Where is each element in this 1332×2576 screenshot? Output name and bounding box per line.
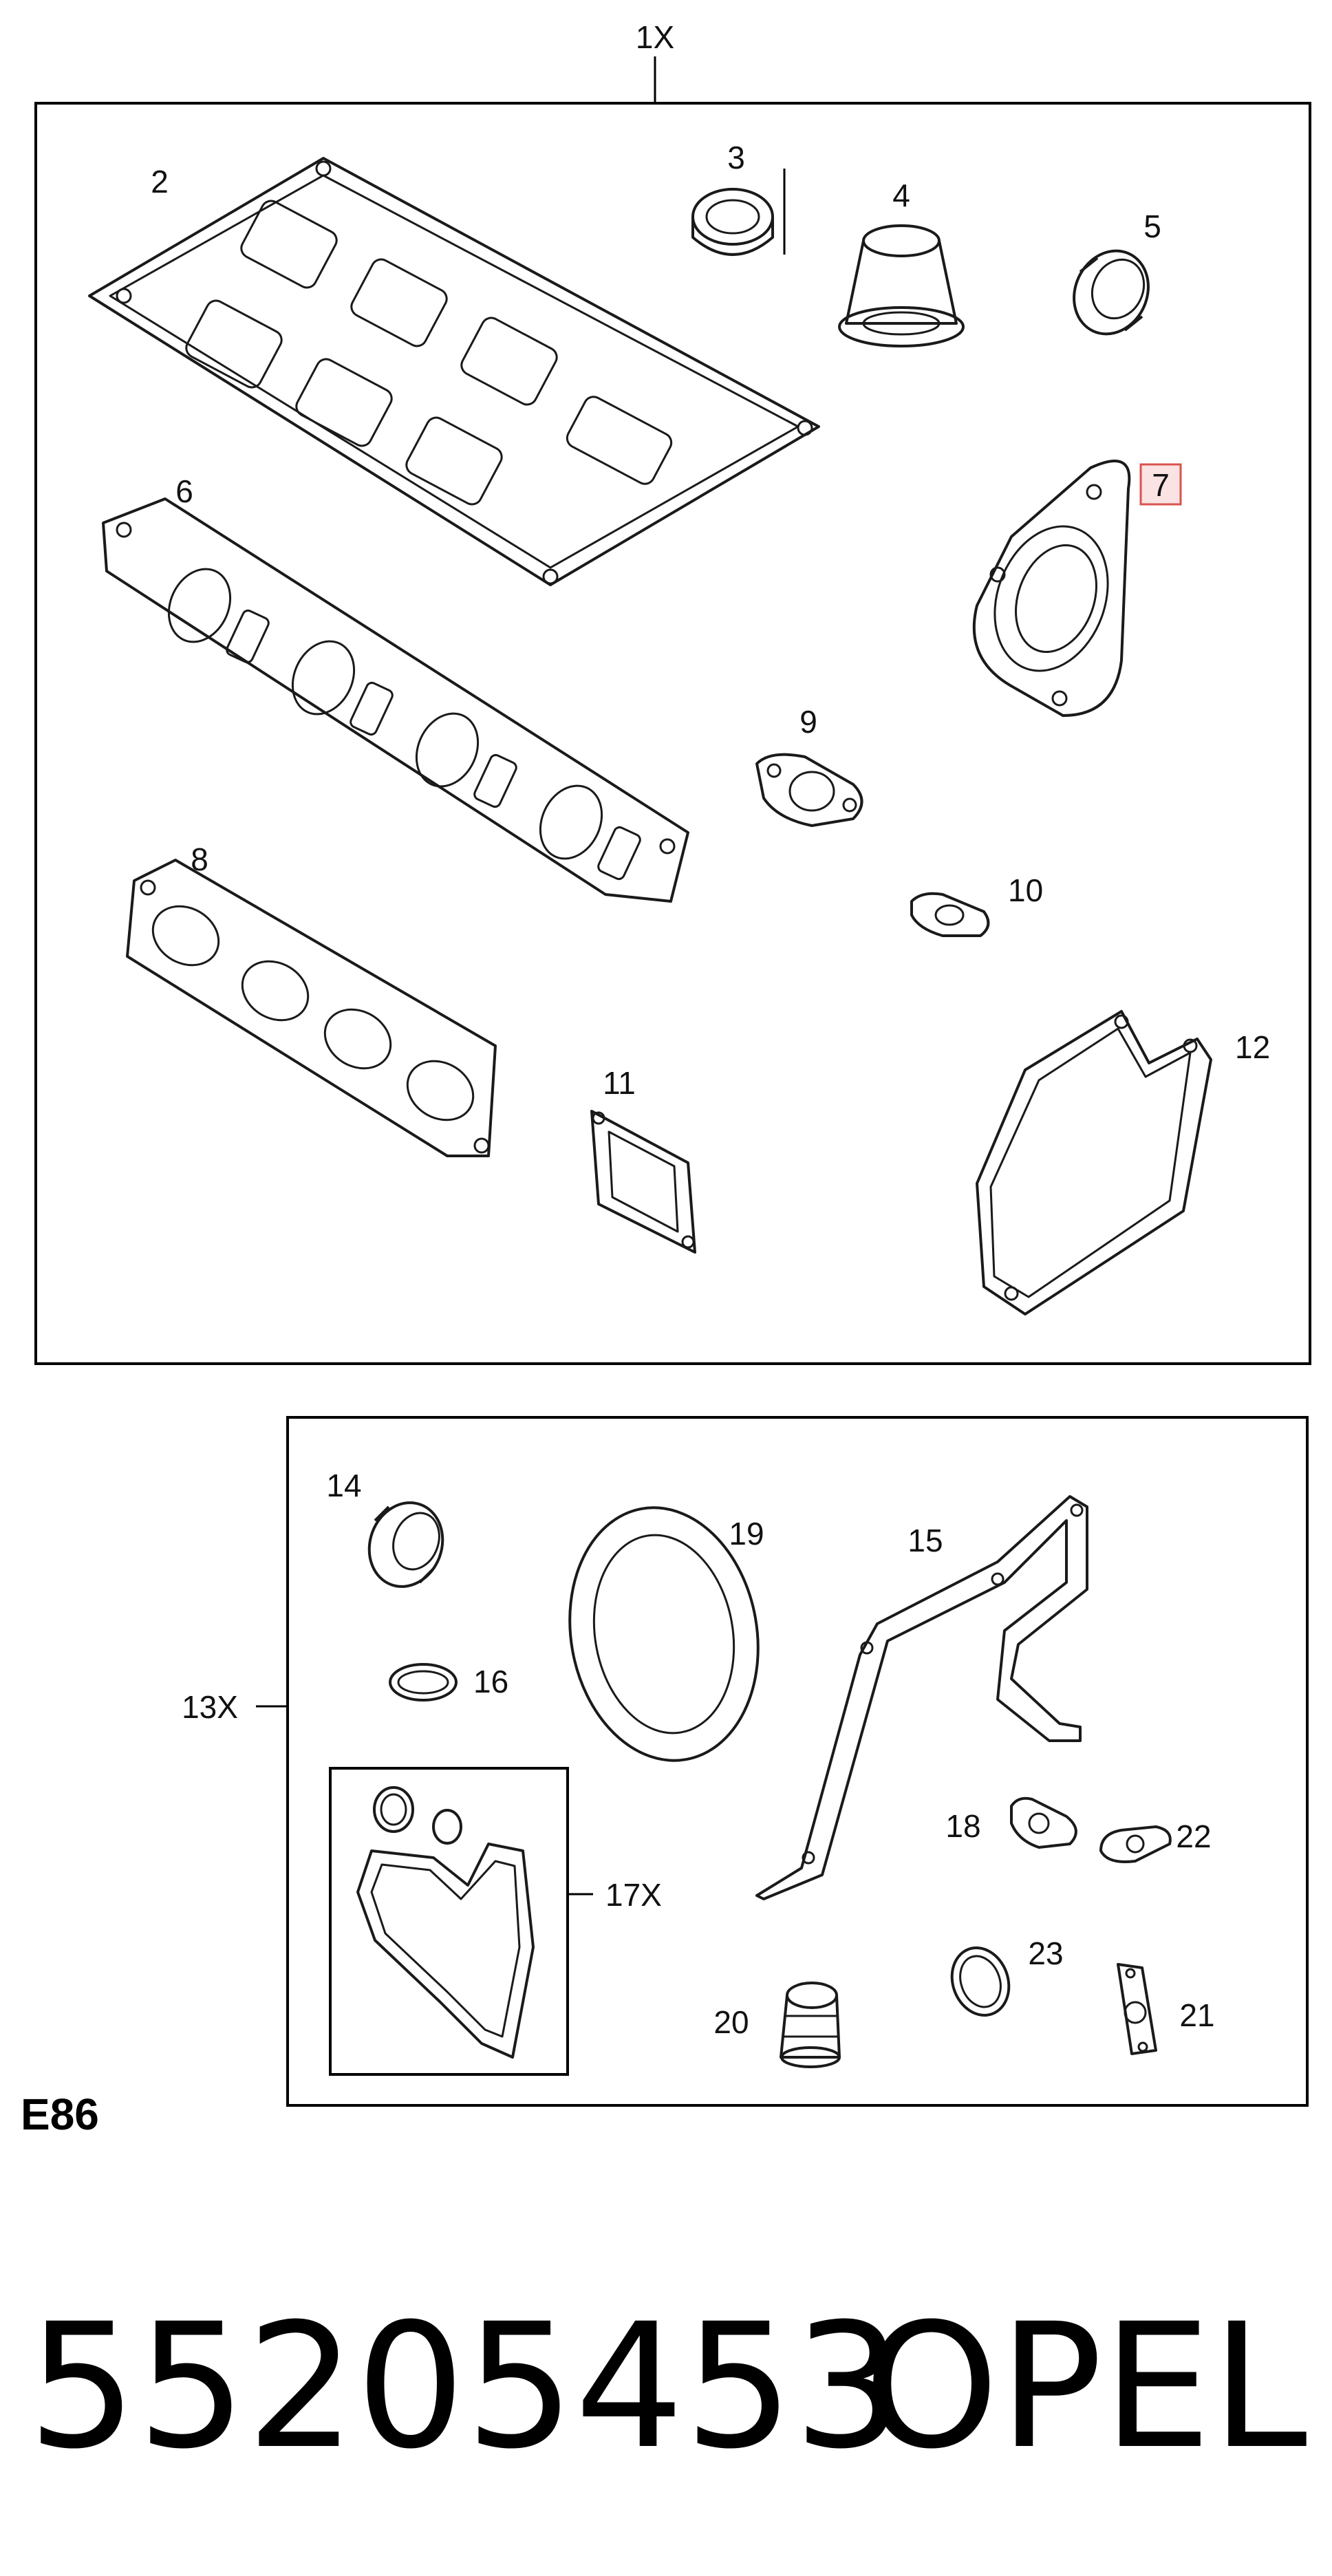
part-19-ring-gasket[interactable] [550,1492,777,1775]
label-part-6: 6 [175,473,193,509]
label-part-11: 11 [603,1065,636,1101]
part-12-cover-gasket[interactable] [976,1010,1212,1316]
label-part-18: 18 [945,1808,980,1844]
subgroup-o-ring-small[interactable] [432,1809,462,1845]
label-part-7: 7 [1152,467,1170,503]
part-8-exhaust-gasket[interactable] [126,859,497,1157]
part-3-seal[interactable] [691,169,786,256]
label-part-20: 20 [713,2004,749,2040]
part-20-plug[interactable] [780,1982,841,2068]
part-number: 55205453 [28,2286,903,2487]
kit-frame [34,102,1311,1365]
label-part-3: 3 [727,140,745,175]
label-part-9: 9 [799,704,817,740]
kit-group-1x: 1X 2 3 [34,19,1311,1365]
lower-group-label: 13X [182,1689,238,1725]
label-part-12: 12 [1235,1029,1270,1065]
subgroup-o-ring-large[interactable] [373,1786,414,1833]
label-part-5: 5 [1143,208,1161,244]
part-7-flange-gasket[interactable] [972,460,1131,717]
part-4-boot[interactable] [838,224,965,347]
kit-group-13x: 13X 14 16 19 15 [182,1416,1309,2107]
part-2-gasket[interactable] [88,157,820,586]
label-part-16: 16 [473,1664,508,1699]
label-part-21: 21 [1179,1997,1214,2033]
part-5-oil-seal[interactable] [1061,239,1162,346]
part-14-seal[interactable] [358,1492,454,1597]
label-part-4: 4 [892,178,910,213]
part-10-mini-gasket[interactable] [910,892,990,937]
part-18-small-gasket[interactable] [1010,1796,1077,1849]
part-11-rect-gasket[interactable] [590,1110,696,1254]
subgroup-frame [329,1767,569,2076]
brand-name: OPEL [863,2286,1307,2487]
diagram-code: E86 [21,2090,99,2139]
part-16-o-ring[interactable] [389,1663,458,1702]
label-part-15: 15 [907,1523,943,1558]
part-15-long-gasket[interactable] [755,1495,1088,1900]
subgroup-label: 17X [605,1877,662,1913]
label-part-10: 10 [1008,872,1043,908]
part-7-highlight-badge [1139,463,1182,506]
label-part-2: 2 [151,164,169,200]
label-part-23: 23 [1028,1935,1063,1971]
subgroup-17x: 17X [329,1767,662,2076]
subgroup-cooler-gasket[interactable] [356,1843,535,2059]
part-21-plate-gasket[interactable] [1117,1963,1157,2055]
label-part-8: 8 [191,841,208,877]
label-part-14: 14 [326,1468,361,1503]
part-9-small-gasket[interactable] [755,753,863,827]
kit-label: 1X [636,19,674,55]
part-23-o-ring[interactable] [943,1940,1018,2023]
part-6-intake-gasket[interactable] [102,497,689,903]
part-22-small-gasket[interactable] [1099,1825,1172,1863]
label-part-19: 19 [729,1516,764,1552]
label-part-22: 22 [1176,1818,1211,1854]
lower-frame [286,1416,1309,2107]
